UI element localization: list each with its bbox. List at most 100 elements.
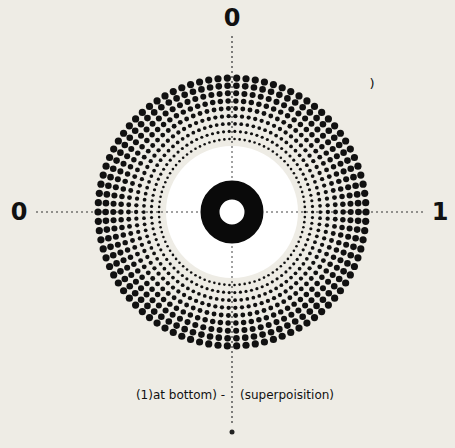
ring-dot	[147, 180, 151, 184]
ring-dot	[307, 153, 311, 157]
ring-dot	[304, 211, 307, 214]
ring-dot	[271, 312, 276, 317]
ring-dot	[278, 293, 282, 297]
ring-dot	[134, 203, 138, 207]
ring-dot	[136, 230, 140, 234]
ring-dot	[142, 216, 146, 220]
ring-dot	[125, 247, 130, 252]
ring-dot	[281, 102, 287, 108]
ring-dot	[318, 204, 322, 208]
ring-dot	[267, 147, 270, 150]
ring-dot	[207, 333, 214, 340]
ring-dot	[190, 141, 193, 144]
ring-dot	[338, 186, 343, 191]
ring-dot	[163, 153, 167, 157]
ring-dot	[172, 124, 177, 129]
ring-dot	[155, 257, 159, 261]
ring-dot	[144, 115, 151, 122]
ring-dot	[345, 184, 351, 190]
ring-dot	[166, 176, 169, 179]
ring-dot	[245, 123, 249, 127]
ring-dot	[153, 97, 160, 104]
ring-dot	[107, 174, 114, 181]
ring-dot	[250, 92, 256, 98]
ring-dot	[159, 173, 162, 176]
ring-dot	[104, 191, 111, 198]
ring-dot	[303, 148, 307, 152]
ring-dot	[318, 308, 325, 315]
ring-dot	[128, 146, 134, 152]
ring-dot	[156, 303, 162, 309]
ring-dot	[292, 262, 295, 265]
ring-dot	[208, 280, 211, 283]
ring-dot	[173, 322, 180, 329]
ring-dot	[295, 92, 302, 99]
ring-dot	[344, 260, 351, 267]
ring-dot	[170, 329, 177, 336]
ring-dot	[284, 141, 288, 145]
ring-dot	[248, 108, 253, 113]
ring-dot	[110, 145, 117, 152]
ring-dot	[320, 133, 326, 139]
ring-dot	[233, 82, 240, 89]
ring-dot	[233, 106, 238, 111]
ring-dot	[248, 311, 253, 316]
ring-dot	[223, 138, 226, 141]
ring-dot	[262, 111, 267, 116]
ring-dot	[240, 305, 244, 309]
ring-dot	[233, 74, 240, 81]
ring-dot	[354, 254, 361, 261]
ring-dot	[308, 188, 311, 191]
ring-dot	[203, 143, 206, 146]
ring-dot	[199, 276, 202, 279]
ring-dot	[339, 194, 344, 199]
ring-dot	[171, 285, 175, 289]
ring-dot	[166, 128, 171, 133]
ring-dot	[281, 120, 286, 125]
ring-dot	[152, 266, 156, 270]
ring-dot	[258, 94, 264, 100]
ring-dot	[110, 271, 117, 278]
ring-dot	[219, 312, 224, 317]
ring-dot	[292, 99, 299, 106]
ring-dot	[327, 174, 332, 179]
ring-dot	[266, 283, 269, 286]
ring-dot	[151, 308, 158, 315]
ring-dot	[115, 279, 122, 286]
ring-dot	[329, 238, 334, 243]
ring-dot	[309, 227, 312, 230]
ring-dot	[297, 181, 300, 184]
ring-dot	[293, 249, 296, 252]
ring-dot	[157, 243, 160, 246]
ring-dot	[257, 126, 261, 130]
ring-dot	[340, 202, 345, 207]
ring-dot	[155, 163, 159, 167]
ring-dot	[184, 117, 189, 122]
ring-dot	[215, 334, 222, 341]
ring-dot	[128, 188, 133, 193]
ring-dot	[298, 267, 302, 271]
ring-dot	[130, 238, 135, 243]
ring-dot	[279, 333, 286, 340]
ring-dot	[186, 134, 190, 138]
ring-dot	[283, 130, 287, 134]
axis-label: 1	[432, 200, 449, 224]
ring-dot	[167, 149, 171, 153]
ring-dot	[269, 131, 273, 135]
ring-dot	[190, 329, 197, 336]
ring-dot	[139, 308, 146, 315]
ring-dot	[160, 286, 165, 291]
ring-dot	[337, 161, 343, 167]
ring-dot	[326, 210, 330, 214]
ring-dot	[233, 291, 236, 294]
ring-dot	[259, 301, 263, 305]
ring-dot	[163, 307, 169, 313]
ring-dot	[212, 108, 217, 113]
ring-dot	[113, 184, 119, 190]
ring-dot	[171, 145, 175, 149]
ring-dot	[169, 249, 172, 252]
ring-dot	[226, 114, 230, 118]
ring-dot	[292, 318, 299, 325]
ring-dot	[150, 216, 153, 219]
ring-dot	[320, 121, 327, 128]
